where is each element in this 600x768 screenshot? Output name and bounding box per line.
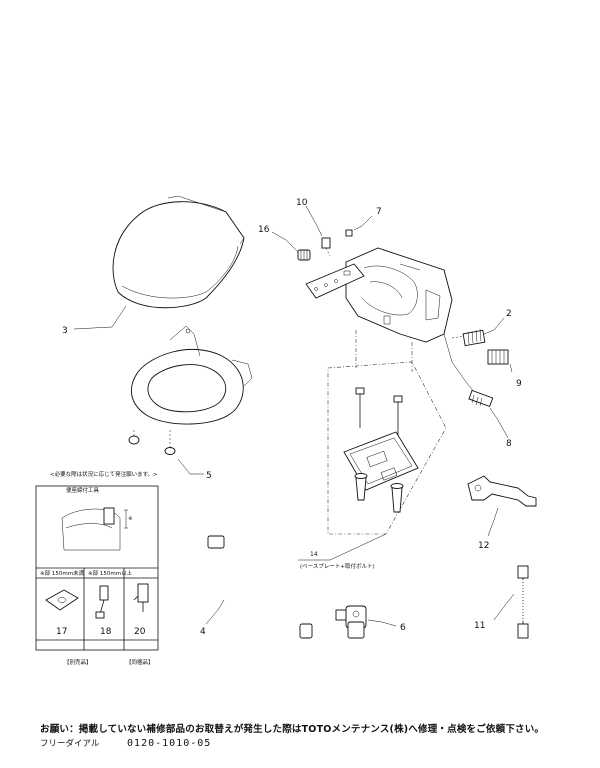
callout-8: 8 <box>506 439 512 449</box>
callout-5: 5 <box>206 471 212 481</box>
inset-heading: <必要な際は状況に応じて発注願います。> <box>50 470 158 478</box>
footer-notice: お願い：掲載していない補修部品のお取替えが発生した際はTOTOメンテナンス(株)… <box>40 724 545 735</box>
inset-group-left: 【別売品】 <box>64 658 92 666</box>
part-10-screw <box>321 237 331 257</box>
part-2-filter <box>462 328 486 347</box>
callout-2: 2 <box>506 309 512 319</box>
callout-3: 3 <box>62 326 68 336</box>
inset-tool-label: 便座締付工具 <box>66 486 100 494</box>
inset-col-right: ※部 150mm以上 <box>88 569 133 577</box>
callout-12: 12 <box>478 541 489 551</box>
callout-16: 16 <box>258 225 270 235</box>
callout-7: 7 <box>376 207 382 217</box>
part-12-wrench <box>467 475 537 507</box>
part-seat-ring <box>131 325 253 425</box>
label-14-subtitle: (ベースプレート+取付ボルト) <box>300 562 375 570</box>
part-main-body <box>345 247 453 343</box>
footer-dial-number: 0120-1010-05 <box>127 738 212 749</box>
callout-11: 11 <box>474 621 485 631</box>
callout-4: 4 <box>200 627 206 637</box>
callout-20: 20 <box>134 627 146 637</box>
part-16-hose-fitting <box>297 249 311 261</box>
callout-18: 18 <box>100 627 112 637</box>
callout-9: 9 <box>516 379 522 389</box>
part-7-cap <box>345 229 353 237</box>
part-11-flex-hose <box>517 565 529 639</box>
callout-14: 14 <box>310 551 318 558</box>
part-18-tool <box>95 585 109 619</box>
part-20-tool <box>133 583 149 612</box>
part-6-stop-valve <box>335 605 367 639</box>
part-control-panel <box>305 263 365 299</box>
callout-17: 17 <box>56 627 67 637</box>
callout-10: 10 <box>296 198 308 208</box>
footer-dial: フリーダイアル 0120-1010-05 <box>40 737 211 749</box>
part-9-valve-unit <box>487 349 509 365</box>
footer-dial-label: フリーダイアル <box>40 739 100 749</box>
inset-mark: ※ <box>128 516 133 522</box>
part-17-spacer <box>45 589 79 611</box>
callout-6: 6 <box>400 623 406 633</box>
inset-col-left: ※部 150mm未満 <box>40 569 85 577</box>
part-seat-bumpers <box>128 430 176 455</box>
part-8-sensor <box>468 389 494 408</box>
part-14-base-plate-group <box>327 330 447 535</box>
inset-optional-parts: <必要な際は状況に応じて発注願います。> 便座締付工具 ※ ※部 150mm未満… <box>35 470 159 666</box>
inset-group-right: 【同梱品】 <box>126 658 154 666</box>
part-4-supply-hose <box>207 535 313 639</box>
part-lid <box>112 195 245 309</box>
